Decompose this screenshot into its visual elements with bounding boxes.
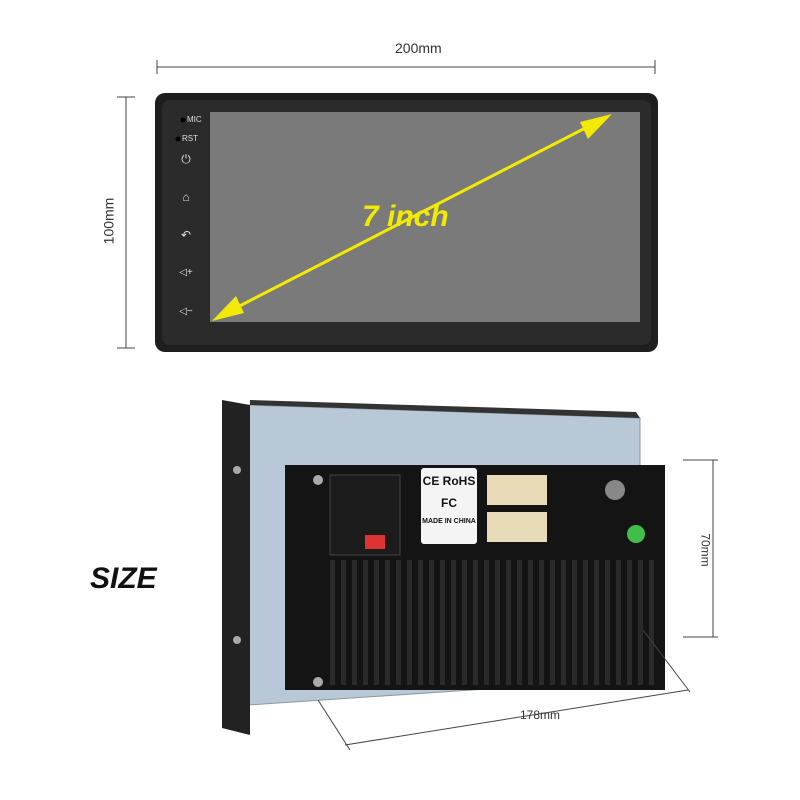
back-width-label: 178mm [520, 708, 561, 722]
heatsink-fin [473, 560, 478, 685]
width-label: 200mm [395, 40, 442, 56]
heatsink-fin [429, 560, 434, 685]
side-frame [222, 400, 250, 735]
heatsink-fin [528, 560, 533, 685]
heatsink-fin [572, 560, 577, 685]
gps-port [627, 525, 645, 543]
heatsink-fin [517, 560, 522, 685]
heatsink-fin [550, 560, 555, 685]
heatsink-fin [341, 560, 346, 685]
heatsink-fin [418, 560, 423, 685]
screen-size-label: 7 inch [362, 200, 449, 233]
rohs-mark: RoHS [442, 474, 476, 488]
home-icon[interactable]: ⌂ [182, 190, 190, 204]
connector-beige-2 [487, 512, 547, 542]
depth-label: 70mm [698, 533, 713, 567]
heatsink-fin [374, 560, 379, 685]
volume-up-icon[interactable]: ◁+ [179, 267, 193, 278]
power-icon[interactable]: ⏻ [181, 152, 191, 166]
fc-mark: FC [441, 496, 457, 510]
height-label: 100mm [100, 197, 117, 245]
heatsink-fin [616, 560, 621, 685]
heatsink-fins [330, 560, 654, 685]
heatsink-fin [539, 560, 544, 685]
width-dimension-line [156, 60, 656, 74]
made-in-label: MADE IN CHINA [422, 518, 476, 525]
heatsink-fin [506, 560, 511, 685]
heatsink-fin [352, 560, 357, 685]
heatsink-fin [330, 560, 335, 685]
heatsink-fin [638, 560, 643, 685]
size-title: SIZE [90, 562, 157, 595]
heatsink-fin [462, 560, 467, 685]
heatsink-fin [561, 560, 566, 685]
back-icon[interactable]: ↶ [180, 228, 192, 242]
screen [210, 112, 640, 322]
height-dimension-line [117, 96, 135, 349]
mic-label: MIC [187, 115, 202, 124]
heatsink-fin [407, 560, 412, 685]
heatsink-fin [363, 560, 368, 685]
compliance-sticker: CE RoHS FC MADE IN CHINA [421, 468, 477, 544]
connector-beige-1 [487, 475, 547, 505]
heatsink-fin [627, 560, 632, 685]
heatsink-fin [495, 560, 500, 685]
ce-mark: CE [422, 474, 440, 488]
heatsink-fin [396, 560, 401, 685]
heatsink-fin [385, 560, 390, 685]
heatsink-fin [440, 560, 445, 685]
diagonal-arrow [212, 114, 612, 321]
heatsink-fin [583, 560, 588, 685]
heatsink-fin [484, 560, 489, 685]
heatsink-fin [649, 560, 654, 685]
volume-down-icon[interactable]: ◁− [179, 306, 193, 317]
heatsink-fin [451, 560, 456, 685]
antenna-port [605, 480, 625, 500]
rst-button[interactable]: RST [182, 134, 198, 143]
heatsink-fin [594, 560, 599, 685]
heatsink-fin [605, 560, 610, 685]
